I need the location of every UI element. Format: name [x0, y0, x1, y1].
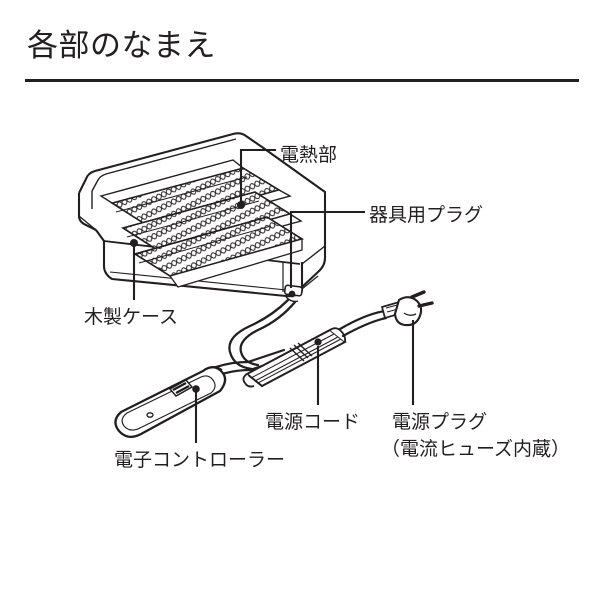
label-power-plug-note: （電流ヒューズ内蔵） — [381, 439, 571, 460]
heating-element-grille — [99, 159, 304, 288]
label-heating-element: 電熱部 — [280, 145, 338, 166]
page-title: 各部のなまえ — [27, 28, 216, 63]
label-power-plug: 電源プラグ — [392, 412, 488, 433]
title-divider — [25, 79, 579, 82]
power-plug — [380, 290, 434, 327]
leader-lines — [130, 148, 415, 443]
label-appliance-plug: 器具用プラグ — [369, 205, 484, 226]
label-power-cord: 電源コード — [265, 412, 361, 433]
appliance-plug-socket — [283, 284, 303, 303]
label-electronic-controller: 電子コントローラー — [114, 450, 286, 471]
electronic-controller — [114, 366, 227, 439]
cord-bundle — [242, 327, 347, 388]
power-cord — [184, 298, 388, 392]
label-wooden-case: 木製ケース — [84, 307, 179, 328]
